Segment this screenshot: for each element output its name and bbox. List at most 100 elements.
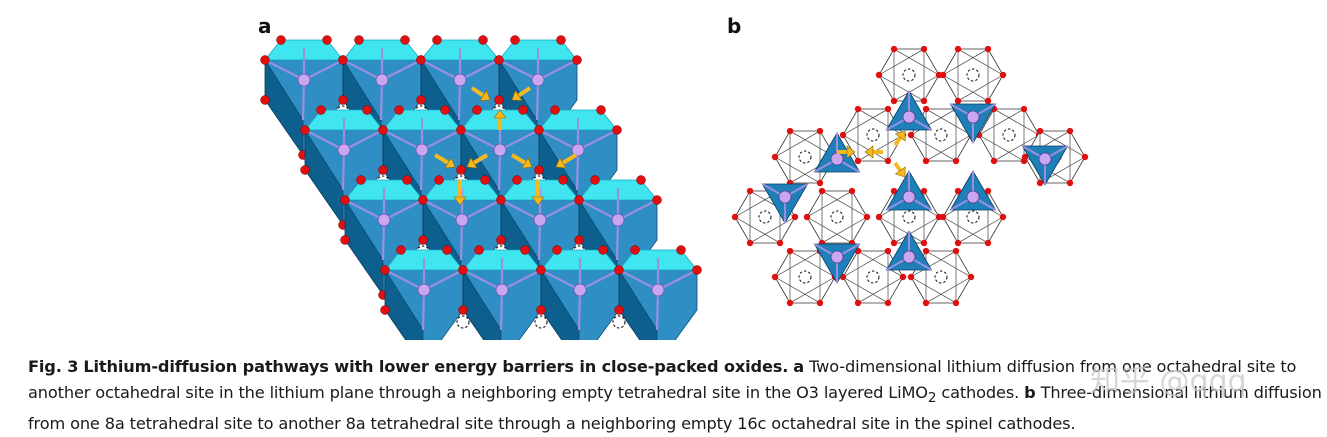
oxygen-atom xyxy=(400,35,410,45)
oxygen-atom xyxy=(612,125,622,135)
oxygen-atom xyxy=(418,235,428,245)
oxygen-atom xyxy=(418,195,428,205)
li-o-bond xyxy=(419,149,424,191)
caption-a-label: a xyxy=(793,357,805,376)
oxygen-atom xyxy=(416,95,426,105)
oxygen-atom xyxy=(496,235,506,245)
oxygen-atom xyxy=(536,265,546,275)
oxygen-atom xyxy=(534,125,544,135)
oxygen-atom xyxy=(839,131,847,139)
hexagon-triangle xyxy=(857,108,904,162)
empty-octahedral-site xyxy=(830,210,844,224)
hexagon-triangle xyxy=(925,108,972,162)
hexagon-triangle xyxy=(910,108,957,162)
oxygen-atom xyxy=(630,245,640,255)
caption-a-subscript: 2 xyxy=(927,390,937,407)
oxygen-atom xyxy=(786,299,794,307)
diffusion-arrow-head xyxy=(493,109,507,119)
lithium-atom xyxy=(531,73,545,87)
oxygen-atom xyxy=(1036,127,1044,135)
oxygen-atom xyxy=(884,105,892,113)
octahedral-hexagon xyxy=(942,48,1004,102)
oxygen-atom xyxy=(494,95,504,105)
oxygen-atom xyxy=(954,45,962,53)
oxygen-atom xyxy=(322,35,332,45)
oxygen-atom xyxy=(676,245,686,255)
oxygen-atom xyxy=(922,299,930,307)
li-o-bond xyxy=(421,289,426,331)
oxygen-atom xyxy=(550,105,560,115)
li-o-bond xyxy=(341,149,346,191)
hexagon-triangle xyxy=(978,108,1025,162)
li-o-bond xyxy=(420,59,461,81)
diffusion-arrow-head xyxy=(531,196,545,206)
oxygen-atom xyxy=(746,187,754,195)
oxygen-atom xyxy=(952,247,960,255)
lithium-atom xyxy=(375,73,389,87)
li-o-bond xyxy=(577,289,582,331)
lithium-atom xyxy=(966,110,980,124)
li-o-bond xyxy=(539,199,580,221)
oxygen-atom xyxy=(954,97,962,105)
oxygen-atom xyxy=(1066,179,1074,187)
oxygen-atom xyxy=(652,195,662,205)
hexagon-triangle xyxy=(842,250,889,304)
oxygen-atom xyxy=(884,247,892,255)
li-o-bond xyxy=(461,199,502,221)
empty-octahedral-site xyxy=(866,270,880,284)
oxygen-atom xyxy=(1066,127,1074,135)
oxygen-atom xyxy=(816,127,824,135)
oxygen-atom xyxy=(999,71,1007,79)
li-o-bond xyxy=(342,59,383,81)
oxygen-atom xyxy=(920,187,928,195)
oxygen-atom xyxy=(556,35,566,45)
hexagon-triangle xyxy=(821,190,868,244)
oxygen-atom xyxy=(534,165,544,175)
oxygen-atom xyxy=(456,125,466,135)
li-o-bond xyxy=(537,219,542,261)
oxygen-atom xyxy=(300,165,310,175)
empty-octahedral-site xyxy=(966,210,980,224)
hexagon-triangle xyxy=(774,130,821,184)
oxygen-atom xyxy=(890,187,898,195)
lithium-atom xyxy=(966,190,980,204)
oxygen-atom xyxy=(510,35,520,45)
li-o-bond xyxy=(499,289,504,331)
caption-a-text: Two-dimensional lithium diffusion from o… xyxy=(28,357,1297,402)
oxygen-atom xyxy=(890,97,898,105)
lithium-atom xyxy=(415,143,429,157)
oxygen-atom xyxy=(590,175,600,185)
li-o-bond xyxy=(537,59,578,81)
oxygen-atom xyxy=(854,299,862,307)
oxygen-atom xyxy=(920,239,928,247)
lithium-atom xyxy=(337,143,351,157)
hexagon-triangle xyxy=(993,108,1040,162)
diffusion-arrow-shaft xyxy=(472,153,489,165)
oxygen-atom xyxy=(362,105,372,115)
li-o-bond xyxy=(422,199,463,221)
lithium-atom xyxy=(902,190,916,204)
oxygen-atom xyxy=(458,265,468,275)
oxygen-atom xyxy=(338,55,348,65)
oxygen-atom xyxy=(907,131,915,139)
empty-tetrahedral-site xyxy=(612,315,626,329)
lithium-atom xyxy=(417,283,431,297)
diffusion-arrow-head xyxy=(864,145,874,159)
hexagon-triangle xyxy=(893,48,940,102)
oxygen-atom xyxy=(922,105,930,113)
li-o-bond xyxy=(501,269,542,291)
li-o-bond xyxy=(462,269,503,291)
li-o-bond xyxy=(459,59,500,81)
oxygen-atom xyxy=(1021,153,1029,161)
diffusion-arrow-head xyxy=(894,130,906,142)
oxygen-atom xyxy=(260,95,270,105)
li-o-bond xyxy=(497,149,502,191)
oxygen-atom xyxy=(899,273,907,281)
oxygen-atom xyxy=(984,239,992,247)
oxygen-atom xyxy=(536,305,546,315)
oxygen-atom xyxy=(854,105,862,113)
oxygen-atom xyxy=(442,245,452,255)
oxygen-atom xyxy=(354,35,364,45)
oxygen-atom xyxy=(984,97,992,105)
empty-octahedral-site xyxy=(902,68,916,82)
